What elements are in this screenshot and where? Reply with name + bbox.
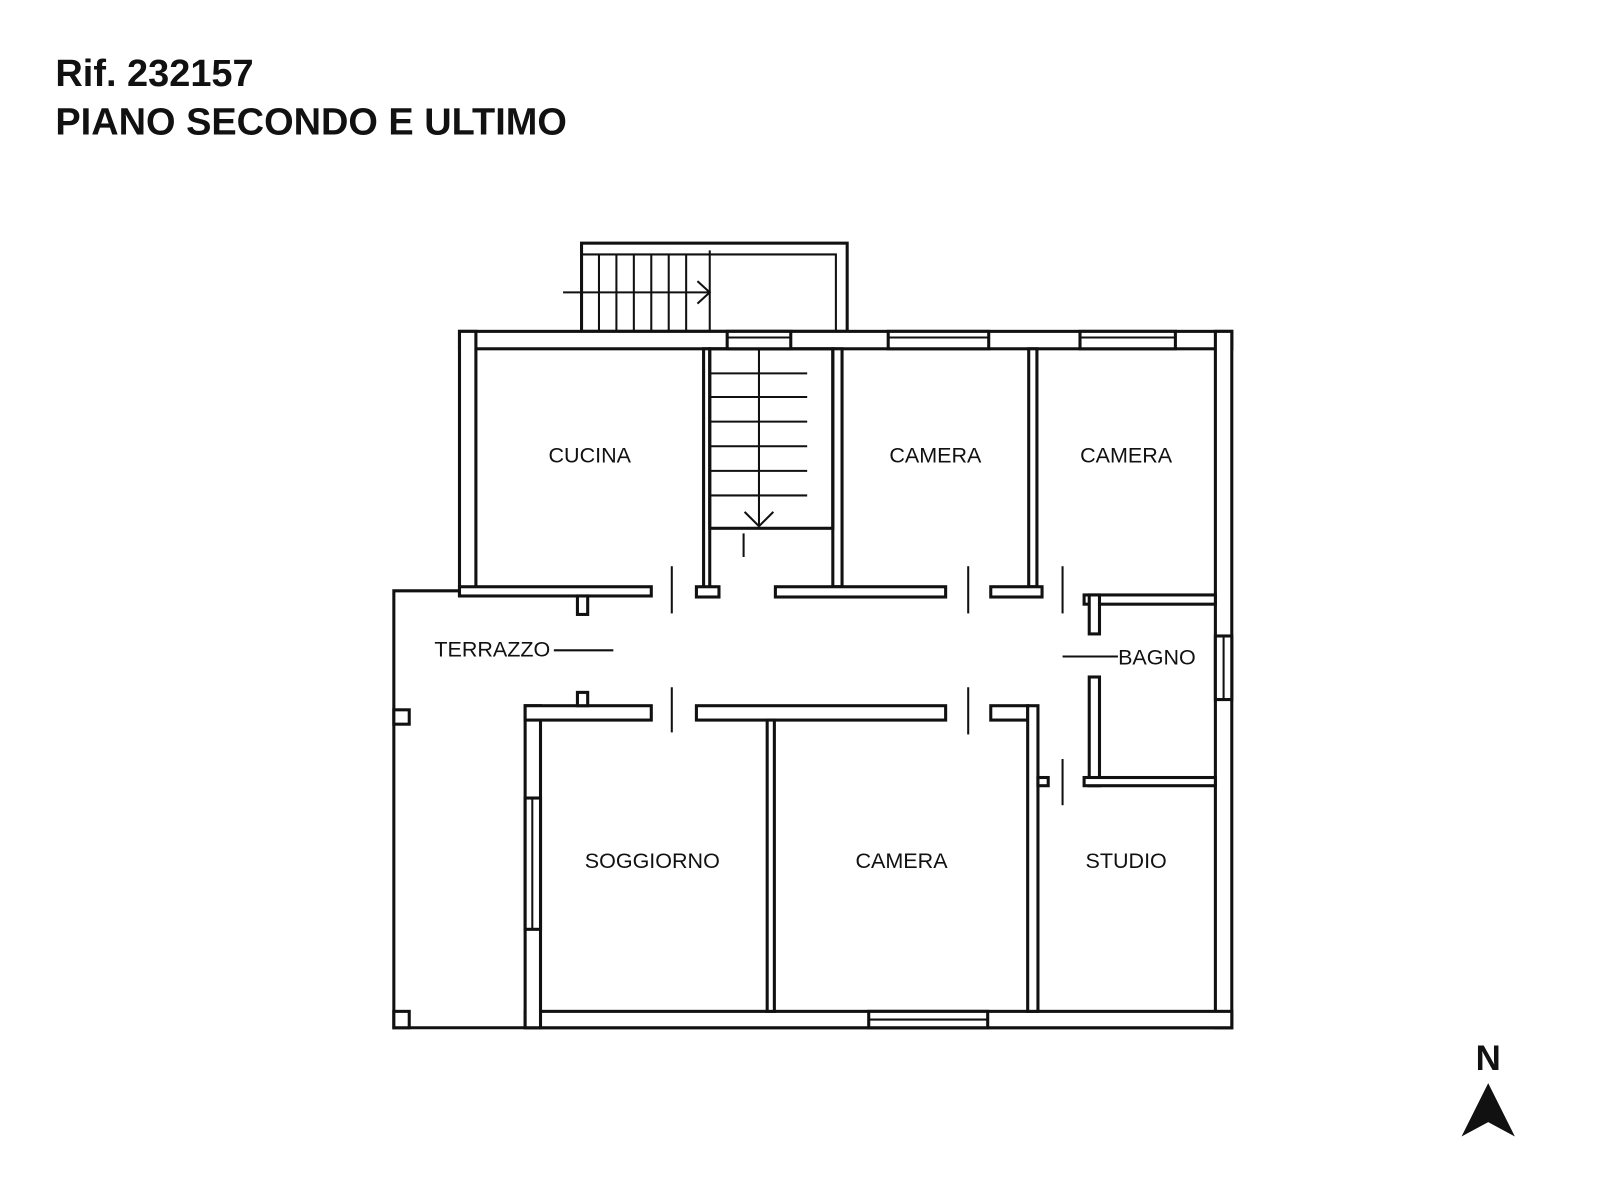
walls [457, 329, 1234, 1030]
external-staircase [563, 241, 849, 333]
room-label-bagno: BAGNO [1118, 646, 1196, 670]
room-label-soggiorno: SOGGIORNO [585, 849, 720, 873]
reference-number: Rif. 232157 [55, 53, 253, 95]
north-arrow-icon [1461, 1083, 1515, 1137]
interior-staircase [709, 348, 808, 528]
room-label-cucina: CUCINA [549, 444, 632, 468]
windows [523, 329, 1234, 1030]
room-label-camera-3: CAMERA [856, 849, 949, 873]
room-label-studio: STUDIO [1086, 849, 1167, 873]
room-label-camera-2: CAMERA [1080, 444, 1173, 468]
room-label-camera-1: CAMERA [889, 444, 982, 468]
floor-title: PIANO SECONDO E ULTIMO [55, 101, 566, 143]
room-label-terrazzo: TERRAZZO [434, 637, 550, 661]
door-openings [553, 533, 1118, 806]
north-label: N [1476, 1039, 1501, 1078]
